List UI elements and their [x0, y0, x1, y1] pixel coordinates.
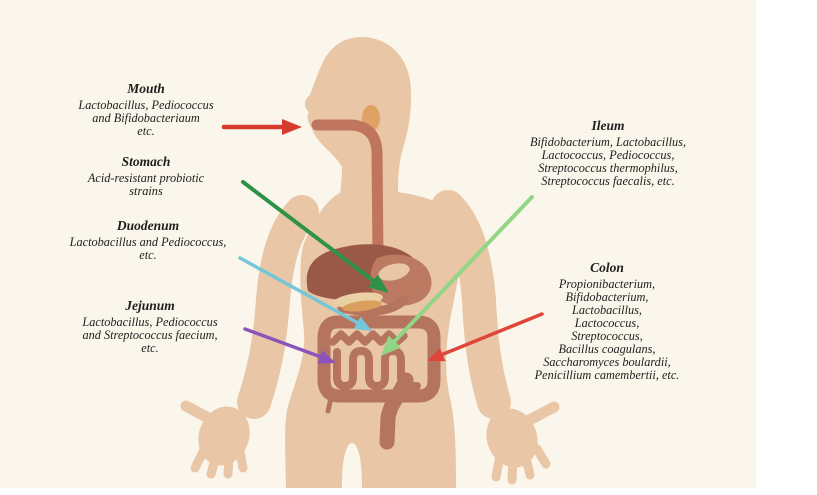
label-duodenum: Duodenum Lactobacillus and Pediococcus, …: [70, 219, 227, 262]
jejunum-arrow: [243, 327, 336, 364]
stomach-arrowhead: [368, 274, 389, 293]
label-colon-line: Penicillium camembertii, etc.: [534, 368, 680, 382]
label-duodenum-line: etc.: [139, 248, 157, 262]
label-colon-line: Streptococcus,: [571, 329, 643, 343]
colon-arrow-shaft: [439, 312, 544, 357]
ileum-arrow-shaft: [391, 195, 534, 345]
label-mouth-line: Lactobacillus, Pediococcus: [78, 98, 214, 112]
duodenum-arrow: [238, 256, 372, 331]
ileum-arrow: [381, 195, 534, 356]
diagram-area: Mouth Lactobacillus, Pediococcus and Bif…: [0, 0, 756, 488]
appendix-shape: [325, 395, 334, 414]
label-jejunum: Jejunum Lactobacillus, Pediococcus and S…: [82, 299, 217, 355]
label-jejunum-line: and Streptococcus faecium,: [82, 328, 218, 342]
label-colon-line: Bifidobacterium,: [565, 290, 649, 304]
digestive-organs: [306, 105, 441, 450]
label-colon-line: Bacillus coagulans,: [558, 342, 656, 356]
label-mouth-title: Mouth: [127, 81, 165, 96]
left-fingers-shape: [190, 445, 248, 479]
stomach-highlight: [378, 263, 410, 281]
label-ileum-line: Streptococcus faecalis, etc.: [541, 174, 675, 188]
label-mouth: Mouth Lactobacillus, Pediococcus and Bif…: [78, 82, 213, 138]
label-colon: Colon Propionibacterium, Bifidobacterium…: [535, 261, 680, 382]
label-colon-line: Lactobacillus,: [571, 303, 643, 317]
annotation-arrows: [221, 119, 544, 364]
label-mouth-line: and Bifidobacteriaum: [92, 111, 200, 125]
label-jejunum-title: Jejunum: [125, 298, 175, 313]
ileum-arrowhead: [381, 335, 401, 356]
label-stomach: Stomach Acid-resistant probiotic strains: [88, 155, 204, 198]
label-jejunum-line: Lactobacillus, Pediococcus: [82, 315, 218, 329]
small-intestine-upper-shape: [329, 330, 408, 346]
label-colon-line: Saccharomyces boulardii,: [543, 355, 671, 369]
label-ileum: Ileum Bifidobacterium, Lactobacillus, La…: [530, 119, 686, 188]
label-jejunum-line: etc.: [141, 341, 159, 355]
right-thumb-shape: [516, 401, 560, 430]
right-arm-shape: [431, 190, 511, 419]
label-colon-title: Colon: [590, 260, 624, 275]
large-intestine-shape: [317, 315, 441, 403]
body-figure: [180, 37, 560, 488]
jejunum-arrowhead: [317, 350, 336, 364]
left-arm-shape: [237, 195, 319, 419]
label-duodenum-line: Lactobacillus and Pediococcus,: [69, 235, 227, 249]
stomach-arrow-shaft: [241, 180, 377, 284]
duodenum-arrow-shaft: [238, 256, 360, 325]
mouth-arrow: [221, 119, 302, 135]
jejunum-arrow-shaft: [243, 327, 323, 359]
esophagus-shape: [311, 119, 384, 264]
label-ileum-line: Lactococcus, Pediococcus,: [541, 148, 675, 162]
colon-arrow: [427, 312, 544, 362]
label-mouth-line: etc.: [137, 124, 155, 138]
label-colon-line: Lactococcus,: [574, 316, 640, 330]
colon-arrowhead: [427, 348, 446, 362]
arms: [180, 190, 560, 485]
mouth-arrowhead: [282, 119, 302, 135]
small-intestine-loops-shape: [333, 347, 421, 390]
label-ileum-line: Bifidobacterium, Lactobacillus,: [529, 135, 687, 149]
label-duodenum-title: Duodenum: [116, 218, 180, 233]
label-stomach-line: strains: [129, 184, 163, 198]
label-stomach-title: Stomach: [121, 154, 171, 169]
label-colon-line: Propionibacterium,: [558, 277, 656, 291]
left-thumb-shape: [180, 400, 218, 426]
right-fingers-shape: [491, 444, 551, 485]
pancreas-lower-shape: [342, 300, 382, 312]
label-ileum-line: Streptococcus thermophilus,: [538, 161, 678, 175]
stomach-arrow: [241, 180, 389, 293]
label-stomach-line: Acid-resistant probiotic: [87, 171, 205, 185]
duodenum-arrowhead: [353, 316, 372, 331]
head-shape: [304, 37, 412, 196]
label-ileum-title: Ileum: [591, 118, 625, 133]
